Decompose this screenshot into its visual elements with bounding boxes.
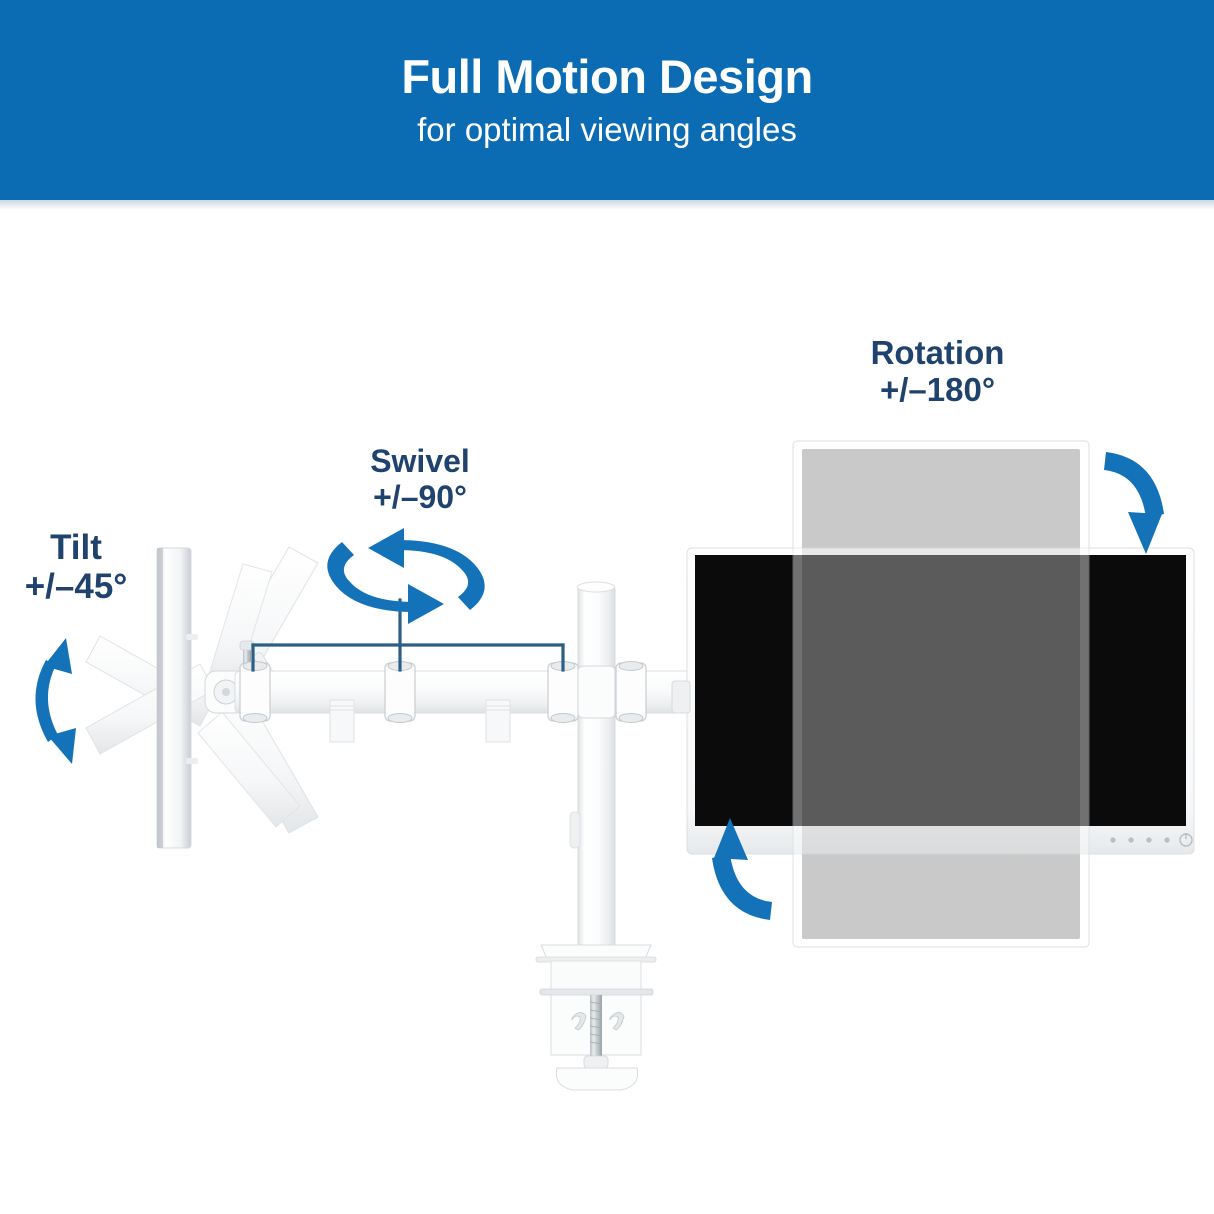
page-title: Full Motion Design (401, 50, 813, 103)
monitor-portrait-ghost-overlay (792, 440, 1090, 948)
swivel-joint-1-cap (242, 661, 268, 671)
horizontal-arm-assembly (234, 661, 692, 743)
clamp-hook-right (609, 1012, 625, 1031)
monitor-vesa-tab-bottom (186, 758, 198, 764)
tilt-label: Tilt +/–45° (0, 528, 152, 606)
swivel-joint-1 (239, 661, 271, 723)
swivel-label-value: +/–90° (373, 478, 467, 515)
swivel-arrow-lower-sweep (327, 542, 414, 612)
monitor-landscape (671, 547, 1195, 855)
swivel-joint-1-base (242, 713, 268, 723)
desk-clamp-assembly (535, 944, 657, 1091)
swivel-joint-2 (384, 661, 416, 723)
tilt-arrow-body (35, 660, 58, 742)
rotation-label-name: Rotation (870, 334, 1005, 371)
bezel-dot-3[interactable] (1146, 837, 1152, 843)
bezel-dot-1[interactable] (1110, 837, 1116, 843)
tilt-arrow-head-bottom (48, 728, 76, 764)
power-icon[interactable] (1179, 833, 1193, 847)
tilt-blade-steep-down (197, 711, 301, 828)
tilt-pivot-bolt (222, 688, 230, 696)
rotation-arrow-top-body (1104, 452, 1164, 518)
rotation-label-value: +/–180° (879, 370, 996, 408)
pole-cable-clip (569, 811, 581, 849)
swivel-label-name: Swivel (370, 443, 470, 479)
tilt-blade-fan (85, 546, 319, 834)
swivel-joint-4 (615, 661, 647, 723)
tilt-arrow-icon (35, 638, 76, 764)
rotation-label: Rotation +/–180° (815, 334, 1060, 409)
monitor-vesa-tab-top (186, 634, 198, 640)
swivel-joint-1-bracket (239, 662, 271, 722)
pole-top-cap (577, 581, 615, 593)
pole-arm-collar (577, 665, 616, 719)
monitor-screen (695, 555, 1186, 826)
clamp-screw-shaft (590, 995, 602, 1065)
clamp-screw-collar (583, 1055, 609, 1069)
rotation-arrow-top-icon (1104, 452, 1164, 554)
swivel-joint-2-bracket (384, 662, 416, 722)
tilt-arrow-head-top (44, 638, 72, 674)
swivel-arrow-icon (327, 528, 485, 624)
tilt-monitor-assembly (85, 546, 319, 849)
cable-saddle-1 (329, 699, 355, 743)
clamp-hook-left (571, 1012, 587, 1031)
bezel-dot-4[interactable] (1164, 837, 1170, 843)
swivel-joint-4-base (618, 713, 644, 723)
clamp-knob (555, 1067, 639, 1091)
rotation-arrow-bottom-body (712, 854, 772, 920)
clamp-desk-slot (539, 988, 654, 996)
tilt-label-name: Tilt (50, 528, 102, 567)
vertical-pole (577, 583, 616, 951)
monitor-bezel-controls[interactable] (1110, 833, 1193, 847)
cable-saddle-2 (485, 699, 511, 743)
clamp-screw-threads (589, 1001, 603, 1045)
vertical-pole-assembly (569, 581, 616, 951)
swivel-joint-4-cap (618, 661, 644, 671)
portrait-overlay-bezel (792, 440, 1090, 948)
monitor-side-edge-shade (157, 548, 163, 848)
rotation-arrow-bottom-head (714, 818, 748, 860)
header-banner: Full Motion Design for optimal viewing a… (0, 0, 1214, 200)
rotation-arrow-bottom-icon (712, 818, 772, 920)
swivel-label: Swivel +/–90° (330, 443, 510, 516)
swivel-joint-3-bracket (547, 662, 579, 722)
tilt-label-value: +/–45° (24, 567, 128, 607)
portrait-overlay-screen (802, 449, 1080, 939)
swivel-joint-2-base (387, 713, 413, 723)
swivel-joint-4-bracket (615, 662, 647, 722)
bezel-dot-2[interactable] (1128, 837, 1134, 843)
swivel-arrow-upper-sweep (398, 540, 485, 610)
clamp-upper-body (550, 960, 642, 992)
monitor-vesa-stub (671, 680, 691, 714)
rotation-arrow-top-head (1128, 512, 1162, 554)
swivel-arrow-head-right (408, 584, 444, 624)
tilt-monitor-side-panel (156, 547, 198, 849)
swivel-joint-3-base (550, 713, 576, 723)
page-subtitle: for optimal viewing angles (417, 111, 797, 149)
swivel-arrow-head-left (368, 528, 404, 568)
